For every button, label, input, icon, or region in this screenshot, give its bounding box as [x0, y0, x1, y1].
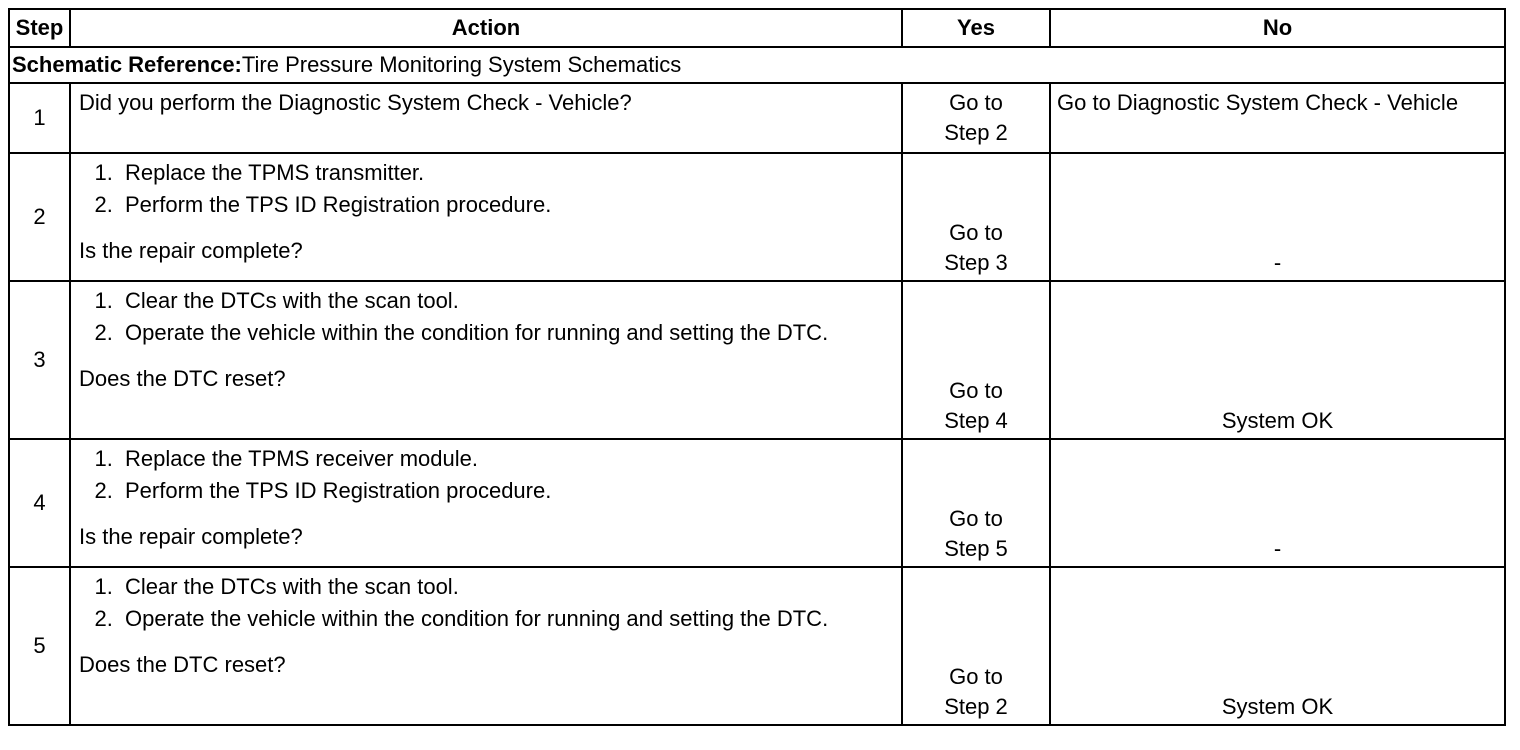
table-row: 4 Replace the TPMS receiver module. Perf… [8, 438, 1506, 568]
yes-line-1: Go to [949, 378, 1003, 403]
schematic-reference-row: Schematic Reference:Tire Pressure Monito… [8, 46, 1506, 84]
action-cell: Clear the DTCs with the scan tool. Opera… [69, 280, 903, 440]
yes-line-1: Go to [949, 506, 1003, 531]
no-cell: System OK [1049, 566, 1506, 726]
yes-line-2: Step 3 [944, 250, 1008, 275]
substep-list: Replace the TPMS receiver module. Perfor… [79, 444, 893, 506]
action-cell: Clear the DTCs with the scan tool. Opera… [69, 566, 903, 726]
step-number: 2 [8, 152, 71, 282]
no-cell: - [1049, 438, 1506, 568]
schematic-reference-cell: Schematic Reference:Tire Pressure Monito… [8, 46, 1506, 84]
schematic-reference-link: Tire Pressure Monitoring System Schemati… [241, 52, 682, 77]
header-step: Step [8, 8, 71, 48]
yes-line-1: Go to [949, 220, 1003, 245]
schematic-reference-label: Schematic Reference: [12, 52, 242, 77]
substep-item: Replace the TPMS receiver module. [119, 444, 893, 474]
yes-line-2: Step 2 [944, 120, 1008, 145]
yes-line-1: Go to [949, 664, 1003, 689]
action-cell: Replace the TPMS receiver module. Perfor… [69, 438, 903, 568]
yes-cell: Go to Step 3 [901, 152, 1051, 282]
substep-item: Operate the vehicle within the condition… [119, 318, 893, 348]
step-number: 3 [8, 280, 71, 440]
substep-list: Clear the DTCs with the scan tool. Opera… [79, 286, 893, 348]
table-row: 3 Clear the DTCs with the scan tool. Ope… [8, 280, 1506, 440]
action-question: Did you perform the Diagnostic System Ch… [79, 90, 632, 115]
action-cell: Did you perform the Diagnostic System Ch… [69, 82, 903, 154]
yes-cell: Go to Step 2 [901, 566, 1051, 726]
action-question: Does the DTC reset? [79, 366, 286, 391]
substep-item: Operate the vehicle within the condition… [119, 604, 893, 634]
substep-item: Clear the DTCs with the scan tool. [119, 286, 893, 316]
substep-item: Perform the TPS ID Registration procedur… [119, 190, 893, 220]
table-row: 2 Replace the TPMS transmitter. Perform … [8, 152, 1506, 282]
action-question: Is the repair complete? [79, 238, 303, 263]
no-cell: Go to Diagnostic System Check - Vehicle [1049, 82, 1506, 154]
step-number: 1 [8, 82, 71, 154]
table-header-row: Step Action Yes No [8, 8, 1506, 48]
header-no: No [1049, 8, 1506, 48]
yes-line-1: Go to [949, 90, 1003, 115]
substep-list: Clear the DTCs with the scan tool. Opera… [79, 572, 893, 634]
table-row: 5 Clear the DTCs with the scan tool. Ope… [8, 566, 1506, 726]
table-row: 1 Did you perform the Diagnostic System … [8, 82, 1506, 154]
yes-line-2: Step 4 [944, 408, 1008, 433]
step-number: 5 [8, 566, 71, 726]
substep-item: Perform the TPS ID Registration procedur… [119, 476, 893, 506]
header-action: Action [69, 8, 903, 48]
yes-cell: Go to Step 4 [901, 280, 1051, 440]
substep-item: Replace the TPMS transmitter. [119, 158, 893, 188]
step-number: 4 [8, 438, 71, 568]
no-cell: System OK [1049, 280, 1506, 440]
yes-line-2: Step 5 [944, 536, 1008, 561]
no-cell: - [1049, 152, 1506, 282]
action-question: Does the DTC reset? [79, 652, 286, 677]
action-cell: Replace the TPMS transmitter. Perform th… [69, 152, 903, 282]
yes-cell: Go to Step 5 [901, 438, 1051, 568]
yes-line-2: Step 2 [944, 694, 1008, 719]
yes-cell: Go to Step 2 [901, 82, 1051, 154]
substep-item: Clear the DTCs with the scan tool. [119, 572, 893, 602]
header-yes: Yes [901, 8, 1051, 48]
substep-list: Replace the TPMS transmitter. Perform th… [79, 158, 893, 220]
action-question: Is the repair complete? [79, 524, 303, 549]
diagnostic-table: Step Action Yes No Schematic Reference:T… [8, 8, 1506, 726]
